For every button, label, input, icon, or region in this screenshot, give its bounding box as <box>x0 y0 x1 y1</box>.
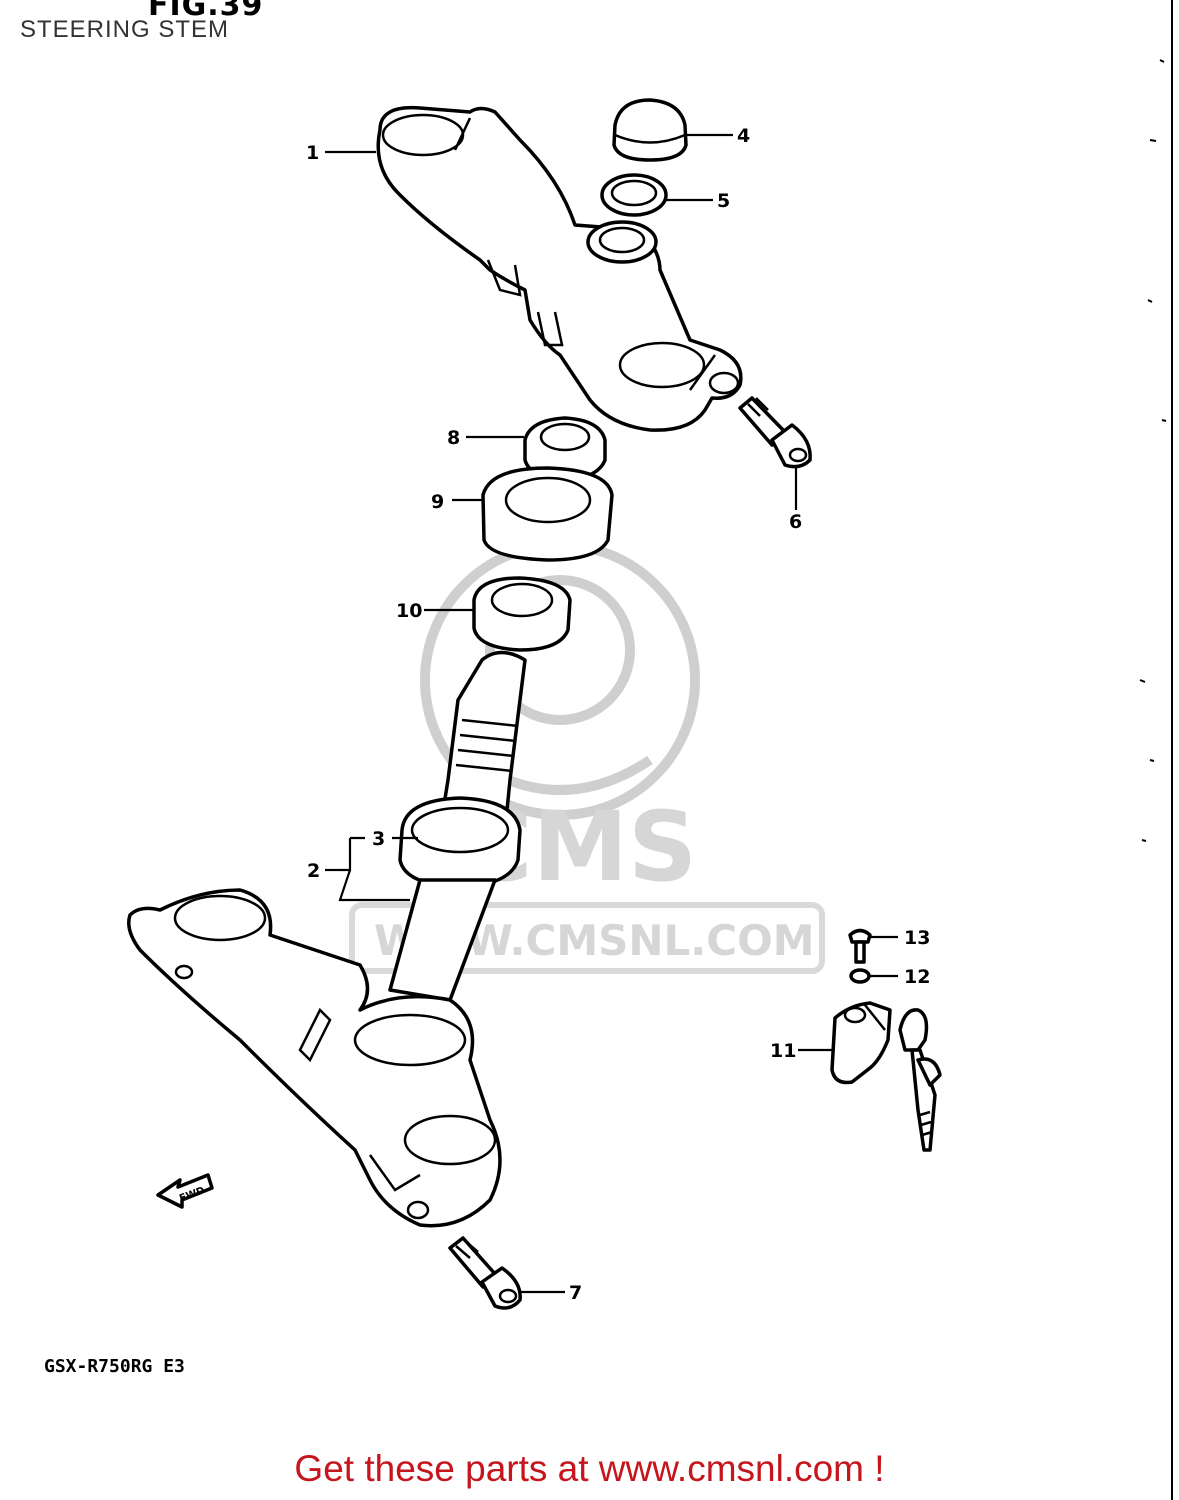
part-washer <box>600 173 668 217</box>
callout-11: 11 <box>770 1040 796 1062</box>
callout-8: 8 <box>447 427 460 449</box>
callout-9: 9 <box>431 491 444 513</box>
part-bolt-lower <box>448 1236 522 1310</box>
model-code: GSX-R750RG E3 <box>44 1356 185 1377</box>
part-upper-bearing <box>472 576 572 652</box>
callout-6: 6 <box>789 511 802 533</box>
forward-direction-arrow: FWD <box>156 1173 214 1209</box>
part-bolt-upper <box>738 396 812 469</box>
part-upper-bracket <box>376 105 743 432</box>
callout-3: 3 <box>372 828 385 850</box>
callout-12: 12 <box>904 966 930 988</box>
part-cap-nut <box>612 98 688 162</box>
callout-7: 7 <box>569 1282 582 1304</box>
part-dust-seal <box>481 466 614 562</box>
callout-numbers: 1 2 3 4 5 6 7 8 9 10 11 12 13 <box>306 125 930 1304</box>
callout-4: 4 <box>737 125 750 147</box>
callout-10: 10 <box>396 600 422 622</box>
callout-2: 2 <box>307 860 320 882</box>
callout-1: 1 <box>306 142 319 164</box>
leader-lines <box>325 133 898 1294</box>
footer-link-text[interactable]: Get these parts at www.cmsnl.com ! <box>294 1448 885 1489</box>
callout-5: 5 <box>717 190 730 212</box>
figure-number: FIG.39 <box>148 0 264 23</box>
diagram-title: STEERING STEM <box>20 16 230 43</box>
part-steering-lock <box>830 1001 942 1152</box>
scan-edge-marks <box>1139 0 1173 1500</box>
part-lower-bracket-stem <box>127 650 527 1228</box>
part-screw <box>848 928 872 964</box>
part-small-washer <box>849 968 871 984</box>
callout-13: 13 <box>904 927 930 949</box>
